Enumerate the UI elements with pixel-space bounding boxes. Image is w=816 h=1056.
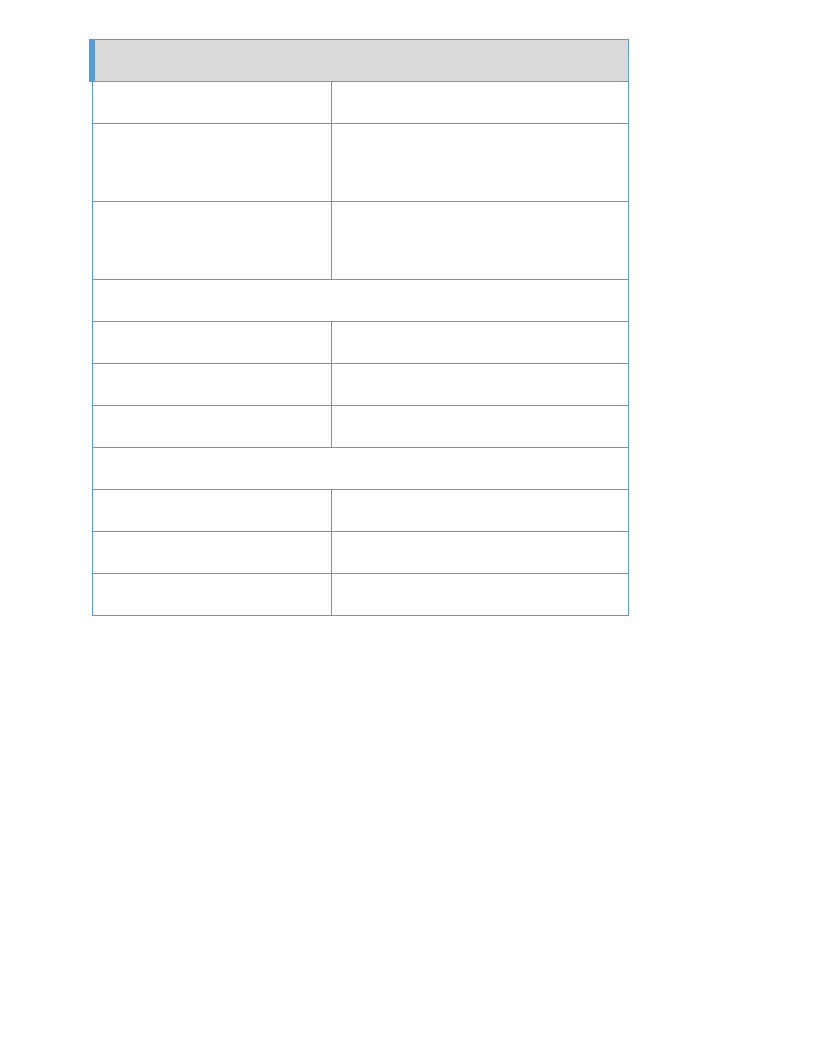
label-cell <box>91 405 332 448</box>
table-row <box>91 321 629 364</box>
value-cell <box>330 363 629 406</box>
value-cell <box>330 81 629 124</box>
table-row <box>91 123 629 202</box>
table-header-row <box>89 39 629 82</box>
section-row <box>91 279 629 322</box>
value-cell <box>330 573 629 616</box>
section-row <box>91 447 629 490</box>
value-cell <box>330 531 629 574</box>
table-row <box>91 531 629 574</box>
value-cell <box>330 201 629 280</box>
form-table <box>89 39 629 616</box>
label-cell <box>91 363 332 406</box>
value-cell <box>330 489 629 532</box>
table-row <box>91 573 629 616</box>
label-cell <box>91 123 332 202</box>
table-header-cell <box>89 39 629 82</box>
label-cell <box>91 201 332 280</box>
table-row <box>91 363 629 406</box>
label-cell <box>91 573 332 616</box>
table-row <box>91 81 629 124</box>
label-cell <box>91 489 332 532</box>
table-row <box>91 201 629 280</box>
value-cell <box>330 405 629 448</box>
table-row <box>91 405 629 448</box>
table-row <box>91 489 629 532</box>
value-cell <box>330 123 629 202</box>
label-cell <box>91 81 332 124</box>
section-cell <box>91 279 629 322</box>
label-cell <box>91 321 332 364</box>
value-cell <box>330 321 629 364</box>
label-cell <box>91 531 332 574</box>
section-cell <box>91 447 629 490</box>
